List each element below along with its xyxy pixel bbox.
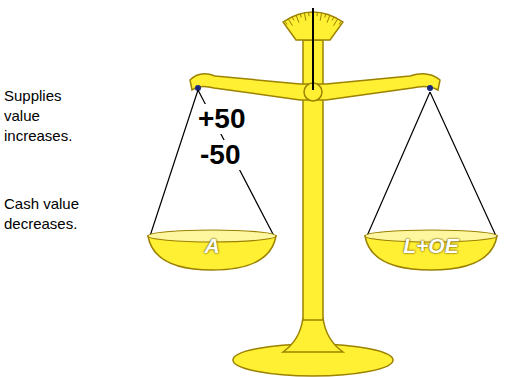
- gauge-tick: [292, 17, 294, 21]
- gauge-tick: [325, 14, 326, 18]
- gauge-tick: [285, 21, 287, 24]
- gauge-tick: [334, 19, 338, 26]
- gauge-tick: [296, 15, 299, 22]
- scale-beam: [190, 74, 440, 100]
- gauge-tick: [327, 15, 330, 22]
- pan-strings: [367, 92, 496, 236]
- pan-label: A: [146, 228, 278, 258]
- gauge-tick: [320, 13, 321, 21]
- gauge-tick: [304, 13, 305, 21]
- pan-label: L+OE: [363, 228, 499, 258]
- gauge-tick: [308, 12, 309, 16]
- note: Cash value decreases.: [4, 194, 92, 234]
- hook: [427, 85, 433, 91]
- scale-pan: L+OE: [363, 228, 499, 272]
- note: Supplies value increases.: [4, 86, 92, 146]
- pan-strings: [150, 90, 274, 236]
- gauge-tick: [288, 19, 292, 26]
- gauge-tick: [300, 14, 301, 18]
- gauge-tick: [316, 12, 317, 16]
- scale-pan: A: [146, 228, 278, 272]
- amount-decrease: -50: [198, 140, 242, 170]
- gauge-tick: [339, 21, 341, 24]
- gauge-pointer: [312, 8, 314, 90]
- gauge-tick: [332, 17, 334, 21]
- amount-increase: +50: [196, 104, 248, 134]
- column-foot: [283, 318, 343, 352]
